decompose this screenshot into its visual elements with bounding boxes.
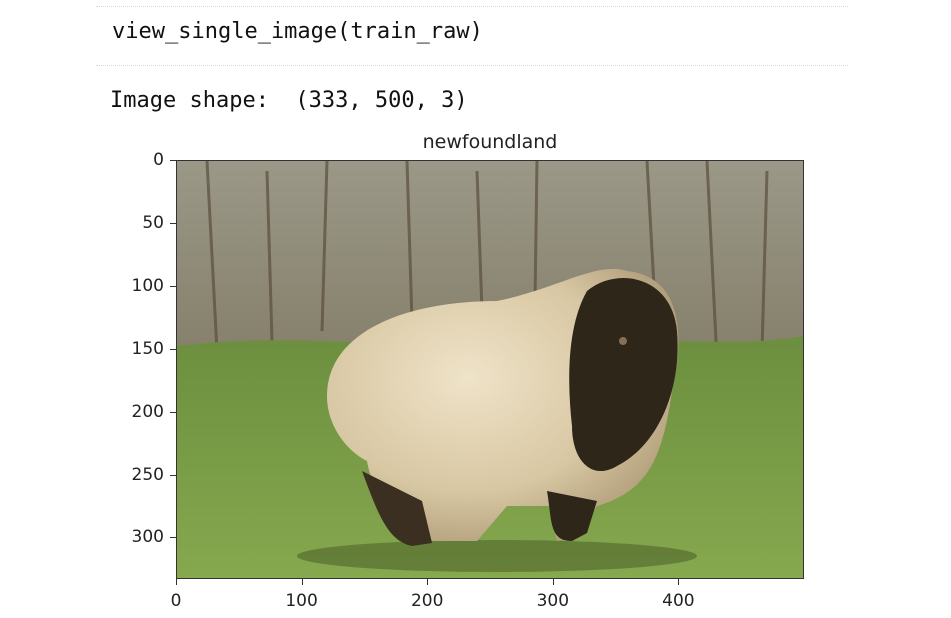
tree-trunks <box>205 161 769 362</box>
x-tick <box>427 579 429 585</box>
y-tick-label: 0 <box>153 150 164 170</box>
y-tick <box>170 285 176 287</box>
y-tick <box>170 537 176 539</box>
x-tick <box>552 579 554 585</box>
y-tick-label: 200 <box>131 401 164 422</box>
dog-photo <box>177 161 803 578</box>
cell-output-text: Image shape: (333, 500, 3) <box>110 88 468 113</box>
x-tick <box>678 579 680 585</box>
y-tick <box>170 348 176 350</box>
x-tick-label: 200 <box>410 591 444 611</box>
x-tick-label: 0 <box>170 591 182 611</box>
code-input[interactable]: view_single_image(train_raw) <box>112 19 483 44</box>
x-tick-label: 400 <box>662 591 695 611</box>
dog-leg-back <box>547 491 597 541</box>
x-tick <box>301 579 303 585</box>
code-cell[interactable]: view_single_image(train_raw) <box>96 6 848 66</box>
x-tick <box>176 579 177 585</box>
y-tick-label: 150 <box>131 338 164 359</box>
y-tick-label: 300 <box>131 527 164 548</box>
dog-eye <box>619 337 627 345</box>
image-display <box>176 160 804 579</box>
y-tick-label: 250 <box>131 464 164 485</box>
dog-leg-front <box>362 471 432 546</box>
y-tick <box>170 411 176 413</box>
y-tick-label: 100 <box>131 275 164 296</box>
y-tick <box>170 474 176 476</box>
dog-head <box>569 278 678 472</box>
x-tick-label: 300 <box>536 591 570 611</box>
dog-shadow <box>297 540 697 572</box>
plot-title: newfoundland <box>422 131 558 153</box>
y-tick <box>170 160 176 161</box>
y-tick <box>170 222 176 224</box>
x-tick-label: 100 <box>285 591 318 611</box>
y-tick-label: 50 <box>142 212 164 233</box>
